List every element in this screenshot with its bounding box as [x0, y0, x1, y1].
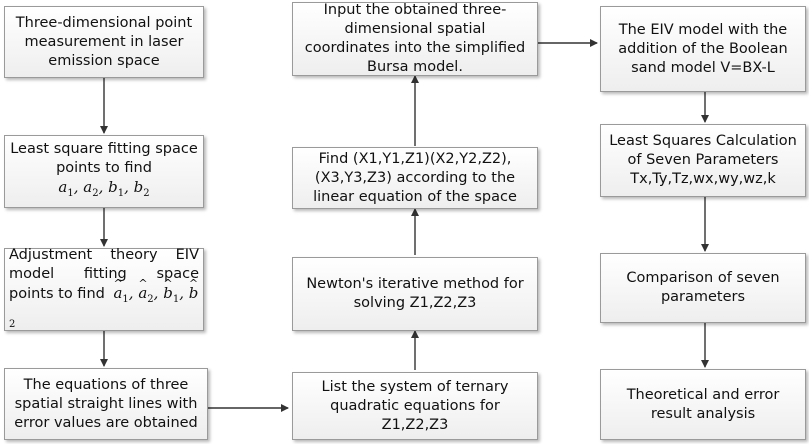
box-text: solving Z1,Z2,Z3	[353, 295, 477, 311]
box-text: Tx,Ty,Tz,wx,wy,wz,k	[630, 171, 776, 187]
box-text: points to find	[56, 160, 152, 176]
box-find-coordinates: Find (X1,Y1,Z1)(X2,Y2,Z2), (X3,Y3,Z3) ac…	[292, 147, 538, 209]
box-text: Bursa model.	[367, 59, 463, 75]
box-seven-parameters-calc: Least Squares Calculation of Seven Param…	[600, 124, 806, 197]
box-text: model fitting space	[9, 265, 199, 282]
box-text: spatial straight lines with	[14, 395, 198, 412]
box-text: of Seven Parameters	[627, 152, 779, 168]
box-text: result analysis	[650, 405, 756, 422]
box-three-lines-equations: The equations of three spatial straight …	[4, 368, 208, 440]
box-text: Newton's iterative method for	[306, 276, 524, 292]
formula-hat-a1-a2-b1-b2: a1, a2, b1, b2	[9, 274, 198, 330]
box-text: Comparison of seven	[626, 270, 780, 286]
box-least-square-fitting: Least square fitting space points to fin…	[4, 135, 204, 208]
box-text: parameters	[660, 289, 746, 305]
box-text: The equations of three	[23, 376, 189, 393]
box-laser-measurement: Three-dimensional point measurement in l…	[4, 6, 204, 78]
box-text: Least Squares Calculation	[609, 133, 797, 149]
box-text: Find (X1,Y1,Z1)(X2,Y2,Z2),	[318, 150, 512, 167]
box-text: dimensional spatial	[344, 21, 486, 37]
box-result-analysis: Theoretical and error result analysis	[600, 369, 806, 440]
box-text: linear equation of the space	[313, 188, 517, 205]
box-newton-iteration: Newton's iterative method for solving Z1…	[292, 257, 538, 331]
box-text: addition of the Boolean	[618, 40, 788, 57]
box-text: emission space	[48, 52, 160, 69]
box-text: error values are obtained	[14, 414, 198, 431]
box-text: Three-dimensional point	[15, 14, 193, 31]
box-text: Theoretical and error	[626, 386, 780, 403]
box-text: Least square fitting space	[10, 141, 198, 157]
box-text: Z1,Z2,Z3	[381, 416, 449, 433]
formula-a1-a2-b1-b2: a1, a2, b1, b2	[58, 178, 150, 199]
box-text: sand model V=BX-L	[631, 59, 775, 76]
box-bursa-model-input: Input the obtained three- dimensional sp…	[292, 2, 538, 76]
box-eiv-boolean-model: The EIV model with the addition of the B…	[600, 6, 806, 92]
box-text: The EIV model with the	[618, 21, 788, 38]
box-text: List the system of ternary	[321, 378, 509, 395]
box-seven-parameters-comparison: Comparison of seven parameters	[600, 253, 806, 323]
box-text: points to find	[9, 285, 105, 302]
box-ternary-quadratic-system: List the system of ternary quadratic equ…	[292, 372, 538, 440]
box-text: coordinates into the simplified	[304, 40, 526, 56]
box-eiv-fitting: Adjustment theory EIV model fitting spac…	[4, 246, 204, 334]
box-text: quadratic equations for	[330, 397, 500, 414]
box-text: Adjustment theory EIV	[9, 246, 199, 263]
box-text: measurement in laser	[24, 33, 184, 50]
box-text-with-formula: points to find a1, a2, b1, b2	[9, 274, 199, 334]
box-text: (X3,Y3,Z3) according to the	[314, 169, 516, 186]
box-text: Input the obtained three-	[323, 2, 507, 18]
